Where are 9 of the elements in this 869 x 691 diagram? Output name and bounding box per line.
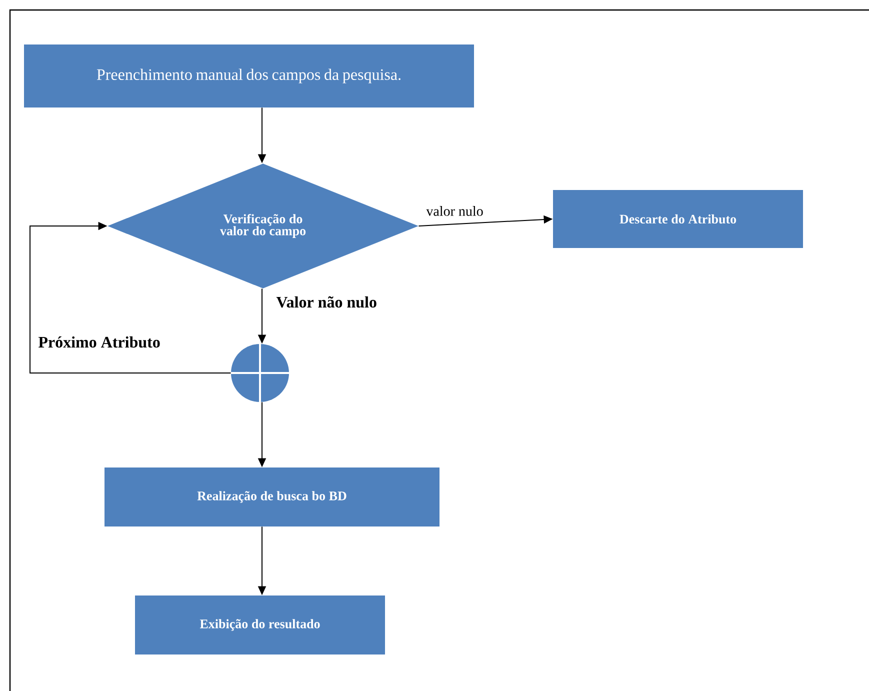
edge-label: Próximo Atributo bbox=[38, 336, 160, 348]
edge-label: Valor não nulo bbox=[276, 296, 376, 308]
process-box: Descarte do Atributo bbox=[553, 190, 804, 248]
process-box: Realização de busca bo BD bbox=[104, 468, 440, 526]
process-box: Exibição do resultado bbox=[135, 596, 385, 654]
arrow bbox=[30, 222, 232, 374]
junction-circle bbox=[230, 342, 290, 404]
process-box: Preenchimento manual dos campos da pesquisa. bbox=[24, 44, 474, 108]
edge-label: valor nulo bbox=[426, 206, 483, 216]
